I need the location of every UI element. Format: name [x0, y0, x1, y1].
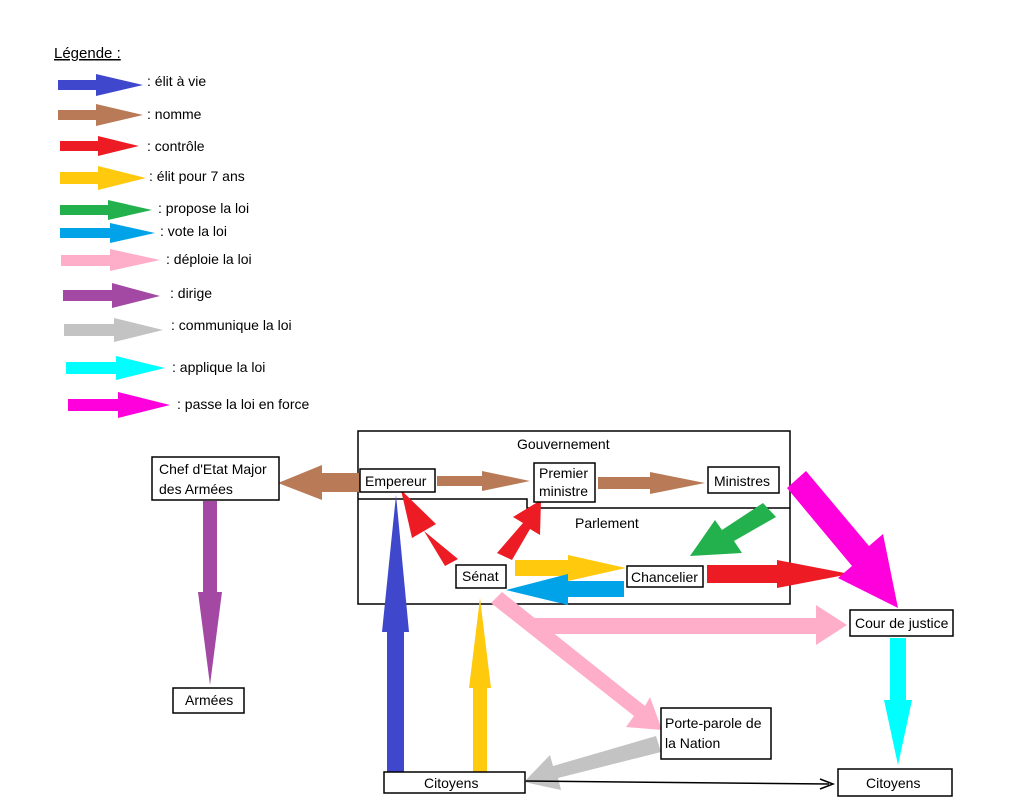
- legend-label-communique-la-loi: : communique la loi: [171, 317, 292, 333]
- node-empereur-label: Empereur: [365, 473, 427, 489]
- node-senat-label: Sénat: [462, 568, 499, 584]
- node-cour-de-justice: Cour de justice: [849, 609, 954, 637]
- legend: Légende : : élit à vie : nomme : contrôl…: [54, 45, 310, 418]
- node-chef-etat-major: Chef d'Etat Major des Armées: [151, 456, 280, 501]
- legend-arrow-applique-la-loi: [66, 356, 165, 380]
- legend-arrow-elit-a-vie: [58, 74, 143, 96]
- node-premier-ministre: Premier ministre: [533, 462, 596, 503]
- node-ministres: Ministres: [707, 466, 780, 494]
- node-premier-ministre-line1: Premier: [539, 465, 588, 481]
- node-armees: Armées: [172, 687, 245, 714]
- node-empereur: Empereur: [359, 468, 436, 493]
- arrow-vote-la-loi-chancelier-to-senat: [506, 574, 624, 605]
- arrow-elit-a-vie-citoyens-to-empereur: [382, 495, 409, 772]
- node-porte-parole: Porte-parole de la Nation: [660, 707, 772, 760]
- legend-label-nomme: : nomme: [147, 106, 202, 122]
- legend-label-dirige: : dirige: [170, 285, 212, 301]
- legend-arrow-vote-la-loi: [60, 223, 155, 243]
- node-senat: Sénat: [455, 564, 507, 589]
- legend-label-applique-la-loi: : applique la loi: [172, 359, 265, 375]
- parlement-frame: [358, 498, 790, 509]
- legend-label-propose-la-loi: : propose la loi: [158, 200, 249, 216]
- legend-label-controle: : contrôle: [147, 138, 205, 154]
- node-chef-etat-major-line1: Chef d'Etat Major: [159, 461, 267, 477]
- arrow-elit-7-ans-citoyens-to-senat: [469, 598, 491, 772]
- legend-label-elit-a-vie: : élit à vie: [147, 73, 206, 89]
- arrow-propose-la-loi-ministres-to-chancelier: [690, 503, 776, 556]
- arrow-passe-en-force-ministres-to-cour: [787, 471, 898, 608]
- arrow-nomme-premier-ministre-to-ministres: [598, 472, 705, 494]
- node-chancelier-label: Chancelier: [631, 569, 698, 585]
- legend-arrow-deploie-la-loi: [61, 249, 160, 271]
- legend-arrow-communique-la-loi: [64, 318, 163, 342]
- node-armees-label: Armées: [185, 692, 233, 708]
- legend-arrow-elit-7-ans: [60, 166, 146, 190]
- node-premier-ministre-line2: ministre: [539, 483, 588, 499]
- node-ministres-label: Ministres: [714, 473, 770, 489]
- arrow-deploie-la-loi-senat-to-cour: [530, 605, 847, 645]
- node-citoyens-right-label: Citoyens: [866, 775, 920, 791]
- node-citoyens-left-label: Citoyens: [424, 775, 478, 791]
- node-citoyens-right: Citoyens: [837, 768, 953, 797]
- arrow-controle-senat-to-premier-ministre: [497, 500, 541, 560]
- arrow-communique-la-loi-porte-parole-to-citoyens: [524, 736, 661, 790]
- node-cour-de-justice-label: Cour de justice: [855, 615, 949, 631]
- arrow-applique-la-loi-cour-to-citoyens: [884, 638, 912, 765]
- parlement-title: Parlement: [575, 515, 639, 531]
- node-chancelier: Chancelier: [626, 565, 704, 588]
- arrow-deploie-la-loi-senat-to-porte-parole: [491, 592, 662, 730]
- legend-label-vote-la-loi: : vote la loi: [160, 223, 227, 239]
- node-porte-parole-line2: la Nation: [665, 735, 720, 751]
- legend-label-deploie-la-loi: : déploie la loi: [166, 251, 252, 267]
- node-porte-parole-line1: Porte-parole de: [665, 715, 762, 731]
- gouvernement-frame: [357, 430, 791, 605]
- legend-label-elit-7-ans: : élit pour 7 ans: [149, 168, 245, 184]
- line-arrowhead: [819, 778, 836, 790]
- node-chef-etat-major-line2: des Armées: [159, 481, 233, 497]
- node-citoyens-left: Citoyens: [383, 771, 526, 794]
- legend-arrow-nomme: [58, 104, 143, 126]
- legend-arrow-dirige: [63, 283, 160, 308]
- legend-arrow-propose-la-loi: [60, 200, 152, 220]
- arrow-dirige-chef-to-armees: [198, 501, 222, 685]
- legend-title: Légende :: [54, 45, 121, 62]
- legend-arrow-controle: [60, 136, 139, 156]
- arrow-controle-senat-to-empereur: [401, 490, 458, 566]
- line-citoyens-to-citoyens: [525, 780, 830, 785]
- arrow-nomme-empereur-to-chef-etat-major: [278, 465, 360, 500]
- gouvernement-title: Gouvernement: [517, 436, 610, 452]
- arrow-controle-chancelier-to-cour: [707, 560, 850, 588]
- arrow-nomme-empereur-to-premier-ministre: [437, 471, 530, 491]
- arrow-elit-7-ans-senat-to-chancelier: [515, 555, 626, 581]
- legend-arrow-passe-la-loi-en-force: [68, 392, 170, 418]
- legend-label-passe-la-loi-en-force: : passe la loi en force: [177, 396, 310, 412]
